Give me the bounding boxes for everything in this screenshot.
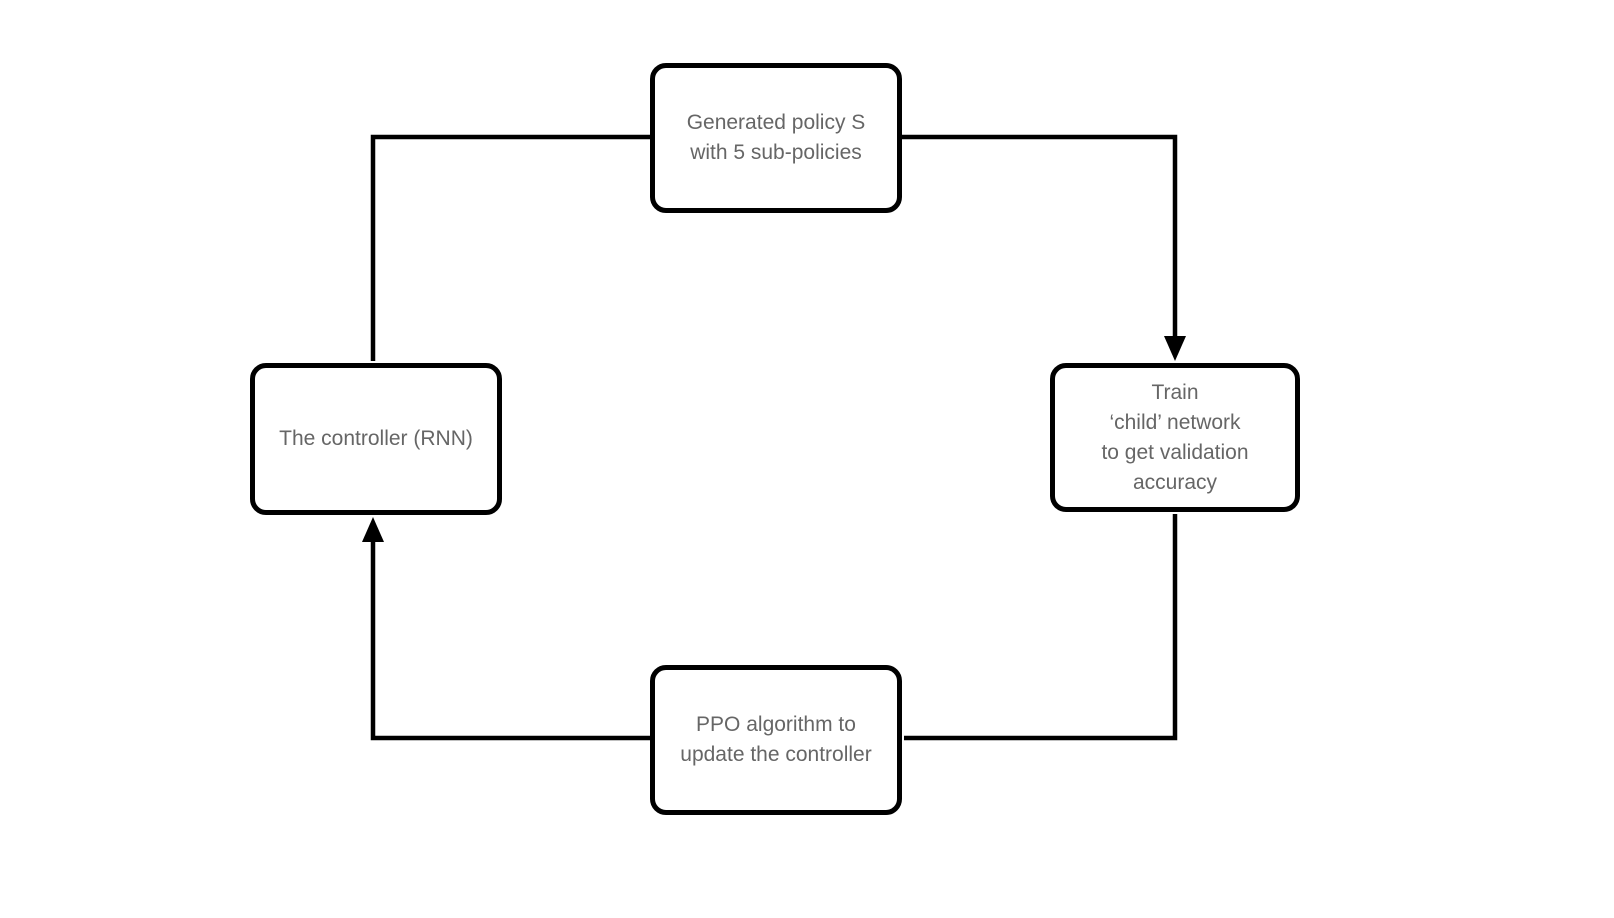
node-child-network: Train ‘child’ network to get validation …	[1050, 363, 1300, 512]
node-generated-policy: Generated policy S with 5 sub-policies	[650, 63, 902, 213]
node-ppo-algorithm: PPO algorithm to update the controller	[650, 665, 902, 815]
connector-child-to-ppo	[904, 514, 1178, 741]
connector-ppo-to-controller	[370, 538, 650, 741]
arrowhead-into-child-network	[1164, 336, 1186, 361]
node-ppo-algorithm-label: PPO algorithm to update the controller	[680, 713, 872, 766]
arrowhead-into-controller	[362, 517, 384, 542]
node-generated-policy-label: Generated policy S with 5 sub-policies	[686, 111, 866, 164]
node-child-network-label: Train ‘child’ network to get validation …	[1101, 380, 1249, 494]
connector-policy-to-child	[902, 134, 1178, 340]
node-controller-label: The controller (RNN)	[279, 427, 473, 450]
node-controller: The controller (RNN)	[250, 363, 502, 515]
connector-controller-to-policy	[370, 134, 650, 361]
